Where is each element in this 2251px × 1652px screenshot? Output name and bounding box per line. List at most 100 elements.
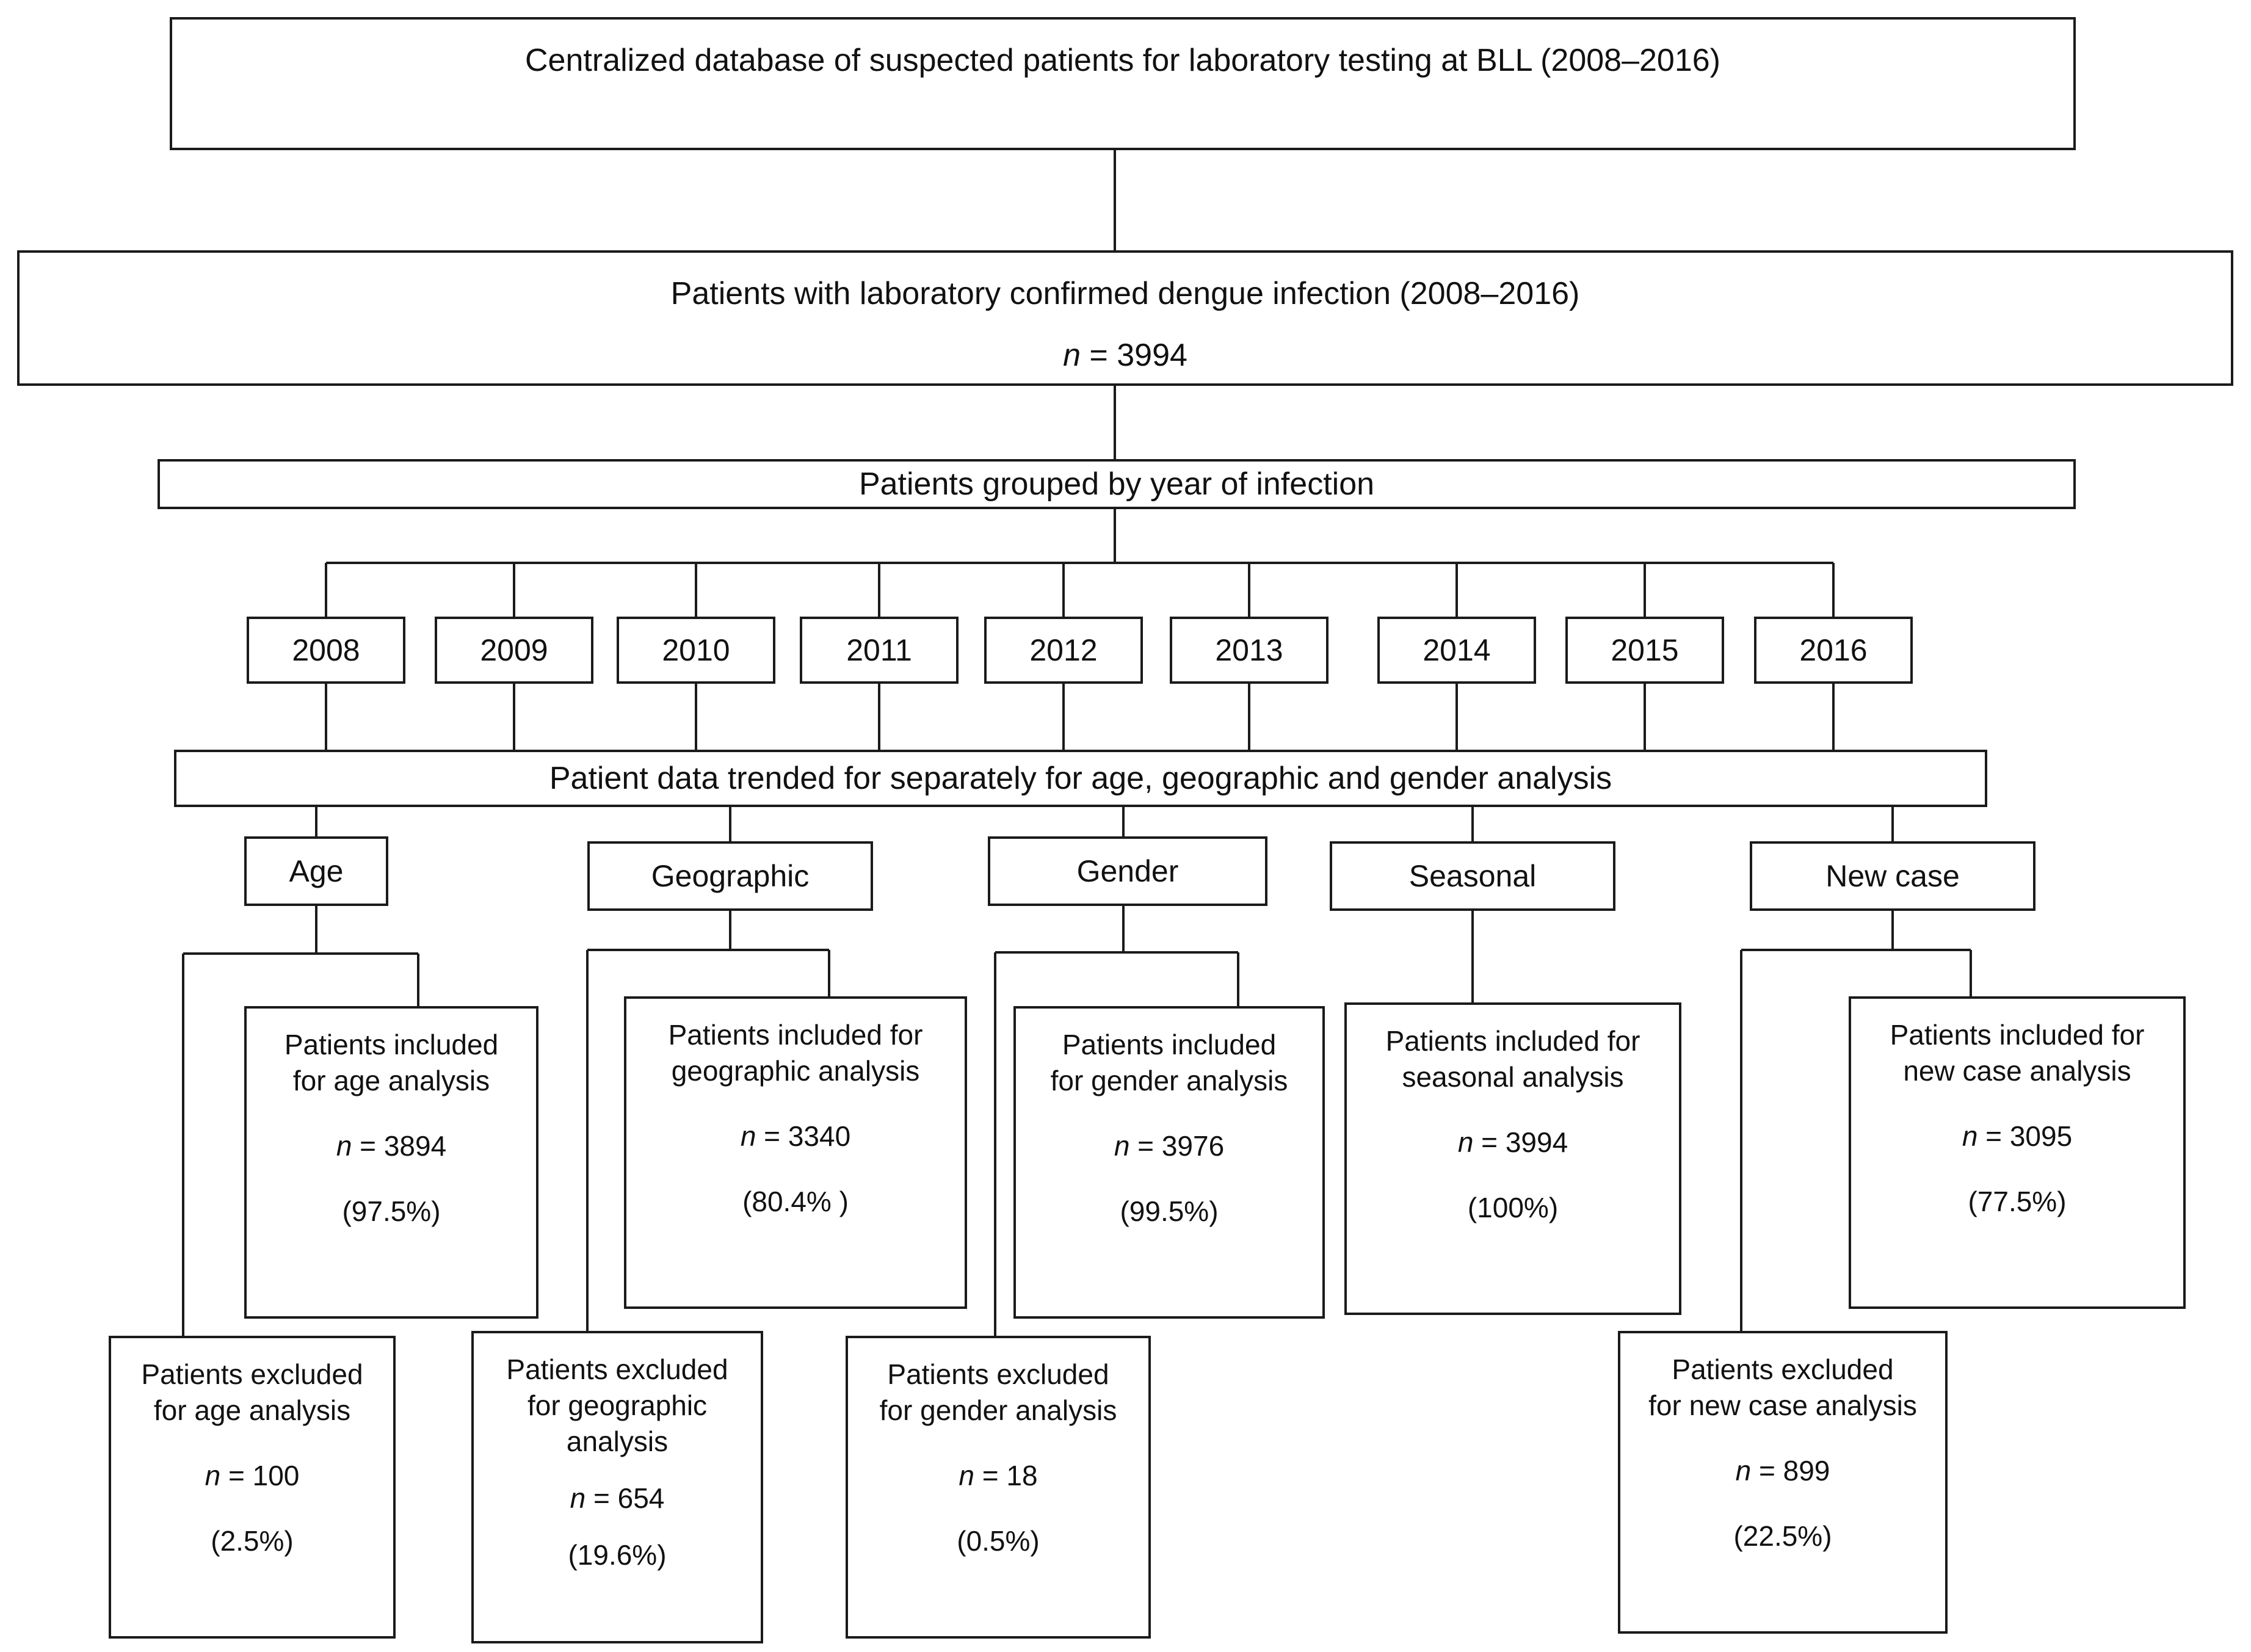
node-category-geographic-label: Geographic bbox=[651, 859, 810, 893]
n-value: = 3095 bbox=[1977, 1120, 2073, 1152]
n-symbol: n bbox=[570, 1482, 586, 1514]
node-included-gender-line1: Patients included bbox=[1062, 1029, 1277, 1060]
n-value: = 100 bbox=[220, 1459, 300, 1491]
node-excluded-gender: Patients excluded for gender analysis n … bbox=[846, 1336, 1151, 1639]
node-excluded-geographic: Patients excluded for geographic analysi… bbox=[471, 1331, 763, 1643]
node-category-newcase: New case bbox=[1750, 841, 2035, 911]
node-excluded-gender-pct: (0.5%) bbox=[957, 1524, 1040, 1557]
node-category-seasonal: Seasonal bbox=[1330, 841, 1615, 911]
node-year-2009: 2009 bbox=[435, 617, 593, 684]
n-symbol: n bbox=[336, 1129, 352, 1162]
n-symbol: n bbox=[1962, 1120, 1978, 1152]
node-confirmed-dengue-text: Patients with laboratory confirmed dengu… bbox=[670, 276, 1580, 311]
node-category-gender-label: Gender bbox=[1076, 854, 1179, 888]
node-included-newcase: Patients included for new case analysis … bbox=[1849, 996, 2186, 1309]
n-symbol: n bbox=[1063, 337, 1081, 373]
node-included-age: Patients included for age analysis n = 3… bbox=[244, 1006, 538, 1319]
node-excluded-age-line2: for age analysis bbox=[153, 1394, 351, 1426]
node-included-age-pct: (97.5%) bbox=[342, 1195, 441, 1227]
node-excluded-geographic-pct: (19.6%) bbox=[568, 1538, 667, 1571]
n-symbol: n bbox=[959, 1459, 974, 1491]
node-included-seasonal: Patients included for seasonal analysis … bbox=[1344, 1002, 1681, 1315]
node-included-geographic: Patients included for geographic analysi… bbox=[624, 996, 967, 1309]
node-year-2014-label: 2014 bbox=[1423, 633, 1491, 667]
node-included-geographic-n: n = 3340 bbox=[626, 1118, 965, 1154]
node-included-seasonal-n: n = 3994 bbox=[1347, 1125, 1679, 1161]
node-data-trended-text: Patient data trended for separately for … bbox=[549, 760, 1612, 796]
node-excluded-geographic-line2: for geographic bbox=[527, 1389, 708, 1421]
node-excluded-newcase-line2: for new case analysis bbox=[1648, 1389, 1917, 1421]
node-excluded-gender-line2: for gender analysis bbox=[879, 1394, 1117, 1426]
node-year-2014: 2014 bbox=[1377, 617, 1536, 684]
node-included-seasonal-pct: (100%) bbox=[1467, 1191, 1559, 1223]
n-value: = 3976 bbox=[1129, 1129, 1225, 1162]
node-year-2008: 2008 bbox=[247, 617, 405, 684]
node-excluded-newcase-n: n = 899 bbox=[1620, 1453, 1945, 1489]
node-year-2016: 2016 bbox=[1754, 617, 1913, 684]
node-included-newcase-line2: new case analysis bbox=[1903, 1054, 2131, 1087]
node-included-age-n: n = 3894 bbox=[247, 1128, 536, 1164]
node-excluded-newcase-pct: (22.5%) bbox=[1733, 1520, 1832, 1552]
node-excluded-geographic-n: n = 654 bbox=[474, 1480, 761, 1516]
node-excluded-age-n: n = 100 bbox=[111, 1458, 393, 1494]
node-year-2009-label: 2009 bbox=[480, 633, 548, 667]
node-included-seasonal-line1: Patients included for bbox=[1385, 1025, 1640, 1057]
node-included-age-line2: for age analysis bbox=[292, 1064, 490, 1096]
node-year-2016-label: 2016 bbox=[1799, 633, 1868, 667]
node-year-2015-label: 2015 bbox=[1611, 633, 1679, 667]
n-symbol: n bbox=[205, 1459, 221, 1491]
node-year-2012-label: 2012 bbox=[1029, 633, 1098, 667]
node-excluded-newcase: Patients excluded for new case analysis … bbox=[1618, 1331, 1948, 1634]
node-year-2013-label: 2013 bbox=[1215, 633, 1283, 667]
node-excluded-age-line1: Patients excluded bbox=[141, 1358, 363, 1390]
n-value: = 654 bbox=[585, 1482, 665, 1514]
node-included-gender-pct: (99.5%) bbox=[1120, 1195, 1219, 1227]
n-value: = 899 bbox=[1751, 1454, 1830, 1487]
node-year-2008-label: 2008 bbox=[292, 633, 360, 667]
node-year-2011: 2011 bbox=[800, 617, 959, 684]
node-included-seasonal-line2: seasonal analysis bbox=[1402, 1060, 1624, 1093]
node-included-gender: Patients included for gender analysis n … bbox=[1013, 1006, 1325, 1319]
node-included-newcase-n: n = 3095 bbox=[1851, 1118, 2183, 1154]
node-year-2012: 2012 bbox=[984, 617, 1143, 684]
node-excluded-geographic-line1: Patients excluded bbox=[506, 1353, 728, 1385]
node-included-newcase-line1: Patients included for bbox=[1890, 1019, 2145, 1051]
n-symbol: n bbox=[1114, 1129, 1130, 1162]
node-category-gender: Gender bbox=[988, 836, 1267, 906]
node-year-2015: 2015 bbox=[1565, 617, 1724, 684]
n-value: = 3994 bbox=[1080, 337, 1187, 373]
node-category-seasonal-label: Seasonal bbox=[1408, 859, 1537, 893]
node-excluded-geographic-line3: analysis bbox=[566, 1425, 669, 1457]
node-included-age-line1: Patients included bbox=[284, 1029, 499, 1060]
node-included-gender-n: n = 3976 bbox=[1016, 1128, 1322, 1164]
node-centralized-database-text: Centralized database of suspected patien… bbox=[525, 43, 1720, 78]
n-value: = 3894 bbox=[352, 1129, 447, 1162]
node-confirmed-dengue-n: n = 3994 bbox=[20, 335, 2231, 376]
node-excluded-age: Patients excluded for age analysis n = 1… bbox=[109, 1336, 396, 1639]
n-symbol: n bbox=[1735, 1454, 1752, 1487]
node-category-age: Age bbox=[244, 836, 388, 906]
n-value: = 3994 bbox=[1473, 1126, 1568, 1158]
node-year-2013: 2013 bbox=[1170, 617, 1328, 684]
n-value: = 3340 bbox=[756, 1120, 851, 1152]
node-data-trended: Patient data trended for separately for … bbox=[174, 750, 1987, 807]
node-included-newcase-pct: (77.5%) bbox=[1968, 1185, 2067, 1217]
n-value: = 18 bbox=[974, 1459, 1038, 1491]
node-year-2011-label: 2011 bbox=[846, 633, 912, 667]
node-excluded-gender-line1: Patients excluded bbox=[887, 1358, 1109, 1390]
node-excluded-gender-n: n = 18 bbox=[848, 1458, 1148, 1494]
node-centralized-database: Centralized database of suspected patien… bbox=[170, 17, 2076, 150]
node-grouped-by-year: Patients grouped by year of infection bbox=[158, 459, 2076, 509]
node-year-2010: 2010 bbox=[617, 617, 775, 684]
node-category-geographic: Geographic bbox=[587, 841, 873, 911]
node-confirmed-dengue: Patients with laboratory confirmed dengu… bbox=[17, 250, 2233, 386]
node-category-age-label: Age bbox=[289, 854, 344, 888]
n-symbol: n bbox=[740, 1120, 756, 1152]
node-grouped-by-year-text: Patients grouped by year of infection bbox=[858, 466, 1375, 502]
node-included-geographic-line2: geographic analysis bbox=[671, 1054, 920, 1087]
node-included-geographic-pct: (80.4% ) bbox=[742, 1185, 849, 1217]
node-included-gender-line2: for gender analysis bbox=[1050, 1064, 1288, 1096]
node-included-geographic-line1: Patients included for bbox=[668, 1019, 923, 1051]
node-year-2010-label: 2010 bbox=[662, 633, 730, 667]
